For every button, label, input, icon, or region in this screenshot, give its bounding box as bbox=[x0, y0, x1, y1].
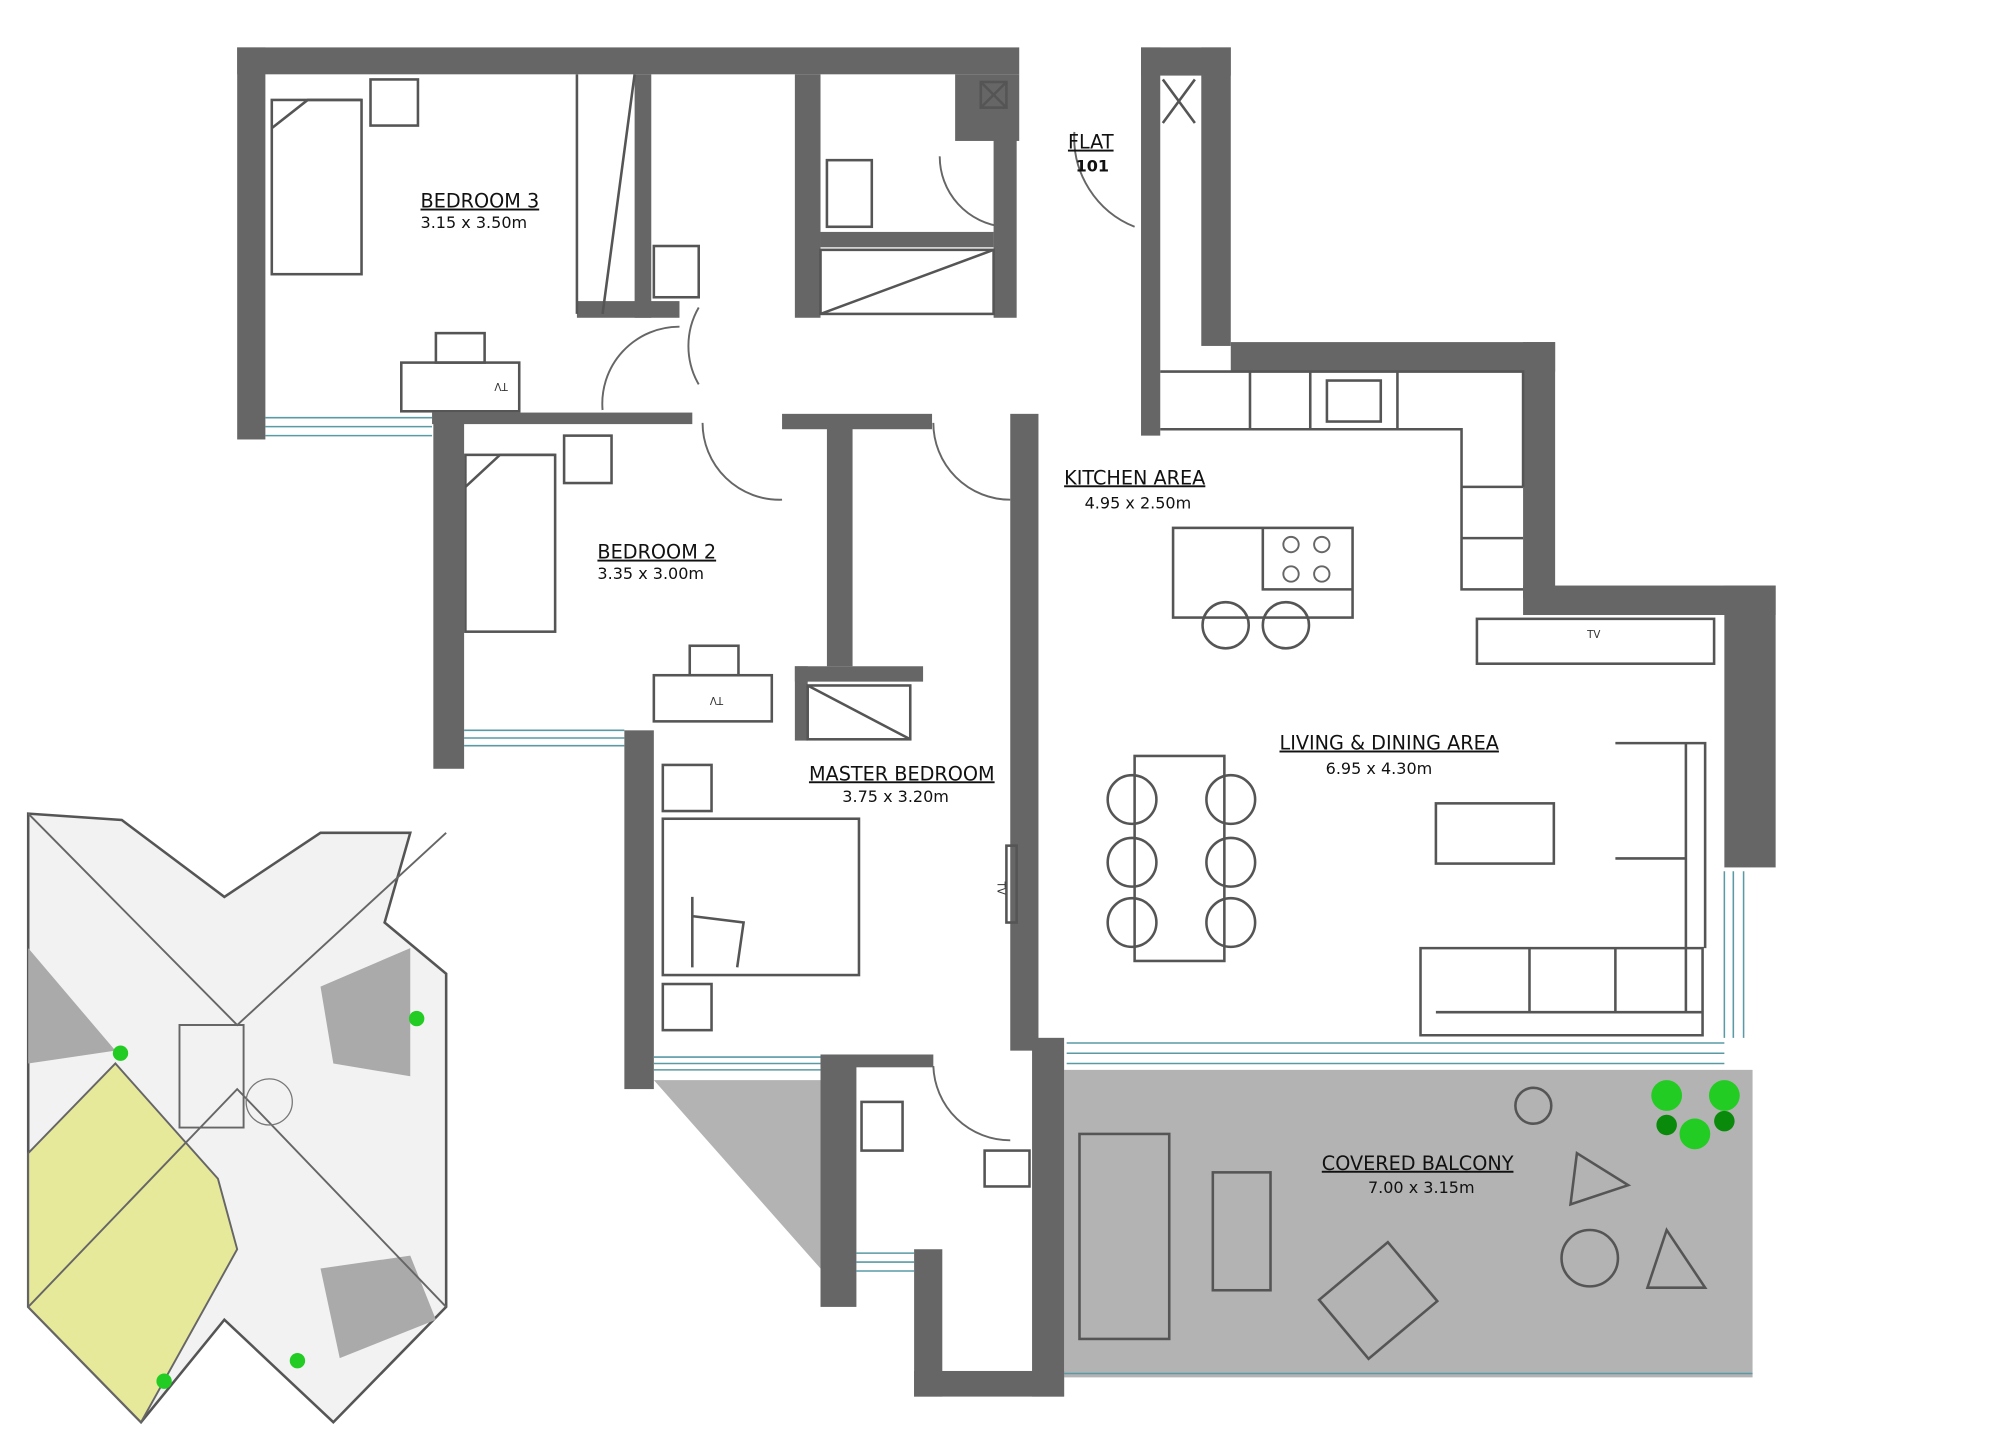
tv-label-bedroom-2: TV bbox=[710, 694, 724, 706]
walls bbox=[237, 47, 1776, 1397]
flat-number: 101 bbox=[1076, 157, 1109, 176]
windows bbox=[265, 416, 1753, 1375]
plant-icon bbox=[1651, 1080, 1740, 1150]
shaded-terrace bbox=[653, 1080, 821, 1269]
room-name-bedroom-2: BEDROOM 2 bbox=[597, 541, 716, 564]
room-name-kitchen: KITCHEN AREA bbox=[1064, 466, 1205, 489]
room-name-master-bedroom: MASTER BEDROOM bbox=[809, 762, 995, 785]
room-size-covered-balcony: 7.00 x 3.15m bbox=[1368, 1178, 1475, 1197]
room-size-kitchen: 4.95 x 2.50m bbox=[1085, 494, 1192, 513]
room-size-bedroom-3: 3.15 x 3.50m bbox=[421, 213, 528, 232]
key-plan bbox=[26, 812, 448, 1425]
room-size-bedroom-2: 3.35 x 3.00m bbox=[597, 564, 704, 583]
room-name-covered-balcony: COVERED BALCONY bbox=[1322, 1152, 1514, 1175]
balcony-floor bbox=[1064, 1069, 1753, 1378]
room-name-bedroom-3: BEDROOM 3 bbox=[421, 190, 540, 213]
room-name-living-dining: LIVING & DINING AREA bbox=[1279, 732, 1498, 755]
flat-title: FLAT bbox=[1068, 131, 1114, 154]
furniture bbox=[270, 74, 1716, 1361]
tv-label-living: TV bbox=[1586, 629, 1600, 641]
room-size-living-dining: 6.95 x 4.30m bbox=[1326, 759, 1433, 778]
tv-label-bedroom-3: TV bbox=[494, 380, 508, 392]
tv-label-master: TV bbox=[994, 881, 1006, 895]
room-size-master-bedroom: 3.75 x 3.20m bbox=[842, 787, 949, 806]
flat-label: FLAT 101 bbox=[1068, 131, 1114, 176]
